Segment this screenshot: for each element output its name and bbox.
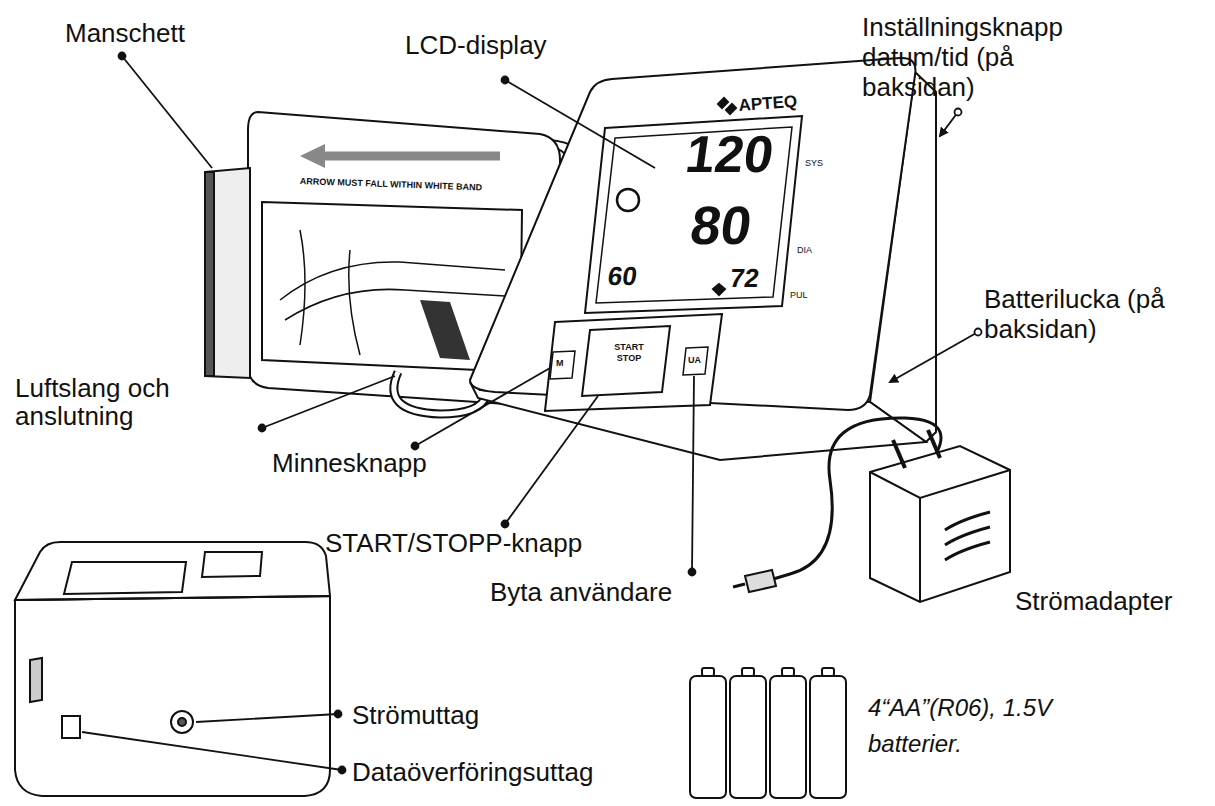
leader-line bbox=[505, 80, 655, 168]
leader-line bbox=[122, 56, 212, 168]
battery-nub bbox=[782, 668, 794, 676]
button-window bbox=[202, 552, 262, 577]
cuff-arrowhead bbox=[300, 144, 325, 168]
leader-line bbox=[196, 714, 338, 722]
power-socket bbox=[171, 711, 193, 733]
display-reading: 80 bbox=[687, 198, 755, 252]
cuff-arrow bbox=[318, 152, 500, 161]
leader-dot bbox=[259, 425, 266, 432]
adapter-body bbox=[870, 446, 1010, 602]
icon bbox=[617, 189, 639, 211]
leader-line bbox=[692, 376, 694, 572]
leader-dot bbox=[502, 521, 509, 528]
arm-drawing bbox=[280, 230, 505, 355]
leader-dot bbox=[339, 767, 346, 774]
housing-edge bbox=[15, 596, 330, 600]
monitor bbox=[470, 58, 936, 460]
display-reading: 72 bbox=[728, 264, 761, 292]
button-label: M bbox=[556, 358, 564, 369]
heart-icon bbox=[713, 284, 725, 295]
adapter-edges bbox=[870, 470, 1010, 602]
housing-front bbox=[15, 596, 330, 796]
leader-line bbox=[505, 396, 598, 524]
cuff-strip bbox=[205, 168, 250, 378]
part-label: Luftslang och anslutning bbox=[15, 374, 215, 430]
cuff-tag bbox=[420, 300, 470, 360]
button-label: UA bbox=[688, 355, 701, 366]
battery-spec: 4“AA”(R06), 1.5V batterier. bbox=[868, 690, 1058, 762]
unit-label: SYS bbox=[805, 158, 823, 169]
part-label: START/STOPP-knapp bbox=[325, 528, 582, 559]
battery-nub bbox=[702, 668, 714, 676]
adapter bbox=[733, 418, 1010, 602]
part-label: Strömadapter bbox=[1015, 586, 1173, 617]
button-panel bbox=[545, 314, 722, 411]
unit-label: PUL bbox=[790, 290, 808, 301]
leader-line bbox=[262, 376, 395, 428]
batteries bbox=[690, 668, 846, 798]
leader-dot bbox=[119, 53, 126, 60]
prong bbox=[893, 440, 905, 468]
leader-dot bbox=[335, 711, 342, 718]
plug-tip bbox=[733, 584, 745, 587]
brand-logo: APTEQ bbox=[738, 92, 798, 116]
leader-dot bbox=[689, 569, 696, 576]
adapter-grip bbox=[945, 512, 990, 560]
part-label: Minnesknapp bbox=[272, 448, 427, 479]
battery bbox=[690, 676, 726, 798]
monitor-front bbox=[470, 58, 915, 410]
start-button bbox=[582, 326, 670, 396]
part-label: Inställningsknapp datum/tid (på baksidan… bbox=[862, 12, 1112, 102]
part-label: Batterilucka (på baksidan) bbox=[984, 284, 1209, 344]
display-window bbox=[64, 562, 186, 594]
display-reading: 60 bbox=[606, 262, 639, 290]
leader-arrow bbox=[890, 332, 978, 382]
cuff-edge bbox=[205, 172, 214, 376]
leader-dot bbox=[502, 77, 509, 84]
part-label: Byta användare bbox=[490, 577, 672, 608]
part-label: LCD-display bbox=[405, 30, 547, 61]
part-label: Manschett bbox=[65, 18, 185, 49]
leader-dot bbox=[975, 329, 982, 336]
battery bbox=[770, 676, 806, 798]
leader-line bbox=[415, 368, 550, 446]
memory-button bbox=[550, 351, 575, 379]
user-button bbox=[683, 347, 708, 375]
housing-top bbox=[15, 542, 330, 600]
side-grip bbox=[30, 658, 42, 702]
leader-dot bbox=[955, 109, 962, 116]
leader-lines bbox=[82, 53, 982, 774]
power-socket-pin bbox=[178, 718, 186, 726]
button-label: START STOP bbox=[606, 342, 652, 364]
part-label: Dataöverföringsuttag bbox=[352, 757, 593, 788]
leader-line bbox=[82, 732, 342, 770]
leader-arrow bbox=[940, 112, 958, 136]
battery bbox=[730, 676, 766, 798]
data-socket bbox=[62, 716, 80, 738]
part-label: Strömuttag bbox=[352, 700, 479, 731]
display-reading: 120 bbox=[683, 128, 777, 180]
battery-nub bbox=[742, 668, 754, 676]
logo-mark bbox=[718, 98, 736, 114]
prong bbox=[928, 430, 940, 458]
lcd bbox=[596, 127, 792, 303]
monitor-back-view bbox=[15, 542, 330, 796]
plug bbox=[745, 570, 776, 592]
battery-nub bbox=[822, 668, 834, 676]
battery bbox=[810, 676, 846, 798]
unit-label: DIA bbox=[797, 245, 812, 256]
